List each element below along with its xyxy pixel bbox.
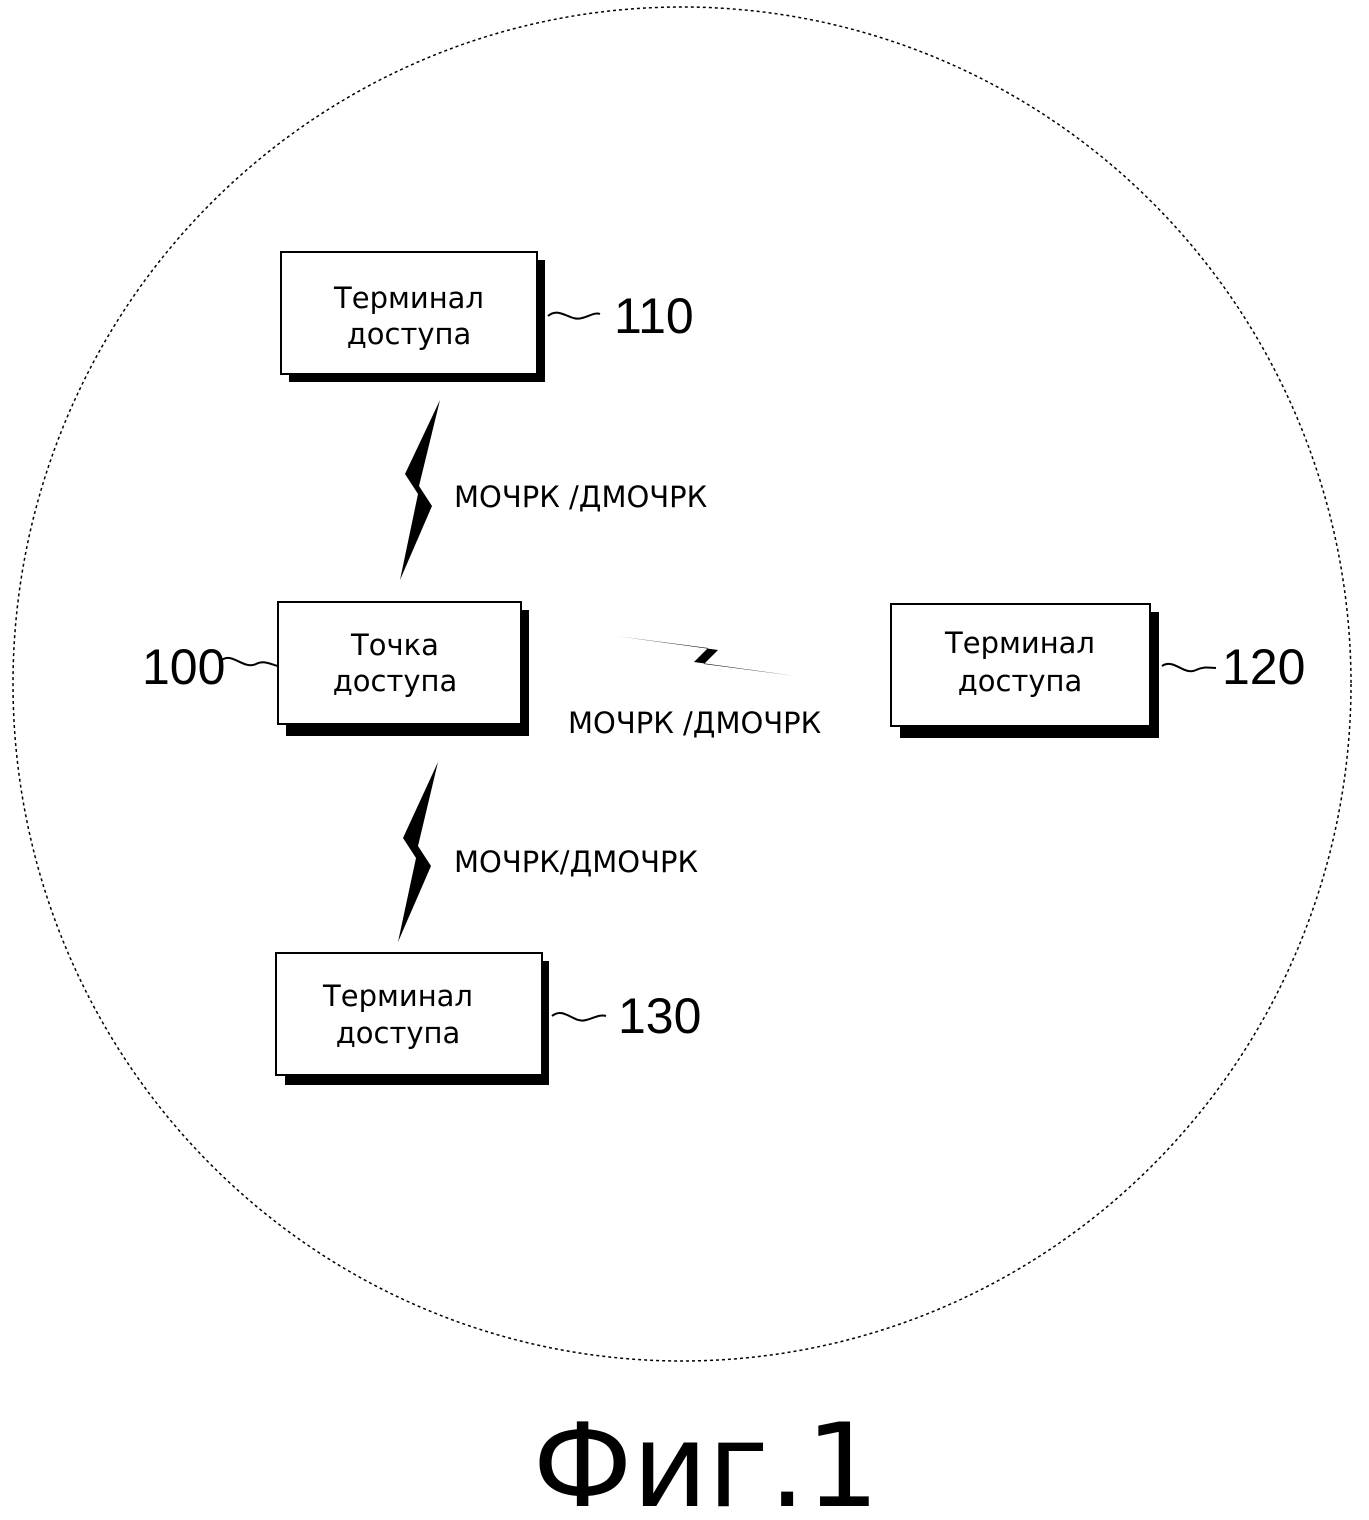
terminal-130-label-line1: Терминал <box>322 979 473 1013</box>
terminal-130: Терминал доступа 130 <box>275 952 701 1085</box>
terminal-120-label-line1: Терминал <box>944 626 1095 660</box>
figure-caption: Фиг.1 <box>533 1399 880 1520</box>
wireless-link-right-icon <box>616 636 796 676</box>
access-point-100-box <box>277 601 522 725</box>
access-point-100: Точка доступа 100 <box>142 601 529 736</box>
terminal-110-leader <box>547 311 601 320</box>
terminal-120-leader <box>1161 663 1217 673</box>
terminal-120: Терминал доступа 120 <box>890 603 1305 738</box>
access-point-100-ref: 100 <box>142 639 225 695</box>
terminal-110: Терминал доступа 110 <box>280 251 694 382</box>
terminal-110-label-line2: доступа <box>347 317 472 351</box>
terminal-130-label-line2: доступа <box>336 1016 461 1050</box>
terminal-120-box <box>890 603 1151 727</box>
access-point-100-label-line2: доступа <box>333 664 458 698</box>
wireless-link-top-icon <box>400 400 440 580</box>
terminal-130-leader <box>551 1011 607 1022</box>
terminal-110-ref: 110 <box>614 288 694 344</box>
link-label-right: МОЧРК /ДМОЧРК <box>568 706 822 740</box>
terminal-120-label-line2: доступа <box>958 664 1083 698</box>
wireless-link-bottom-icon <box>398 762 438 942</box>
terminal-130-box <box>275 952 543 1076</box>
terminal-110-label-line1: Терминал <box>333 281 484 315</box>
terminal-120-ref: 120 <box>1222 639 1305 695</box>
terminal-130-ref: 130 <box>618 988 701 1044</box>
coverage-area-circle <box>12 6 1352 1362</box>
access-point-100-label-line1: Точка <box>350 628 439 662</box>
link-label-bottom: МОЧРК/ДМОЧРК <box>454 845 698 879</box>
terminal-110-box <box>280 251 538 375</box>
link-label-top: МОЧРК /ДМОЧРК <box>454 480 708 514</box>
access-point-100-leader <box>221 657 279 667</box>
